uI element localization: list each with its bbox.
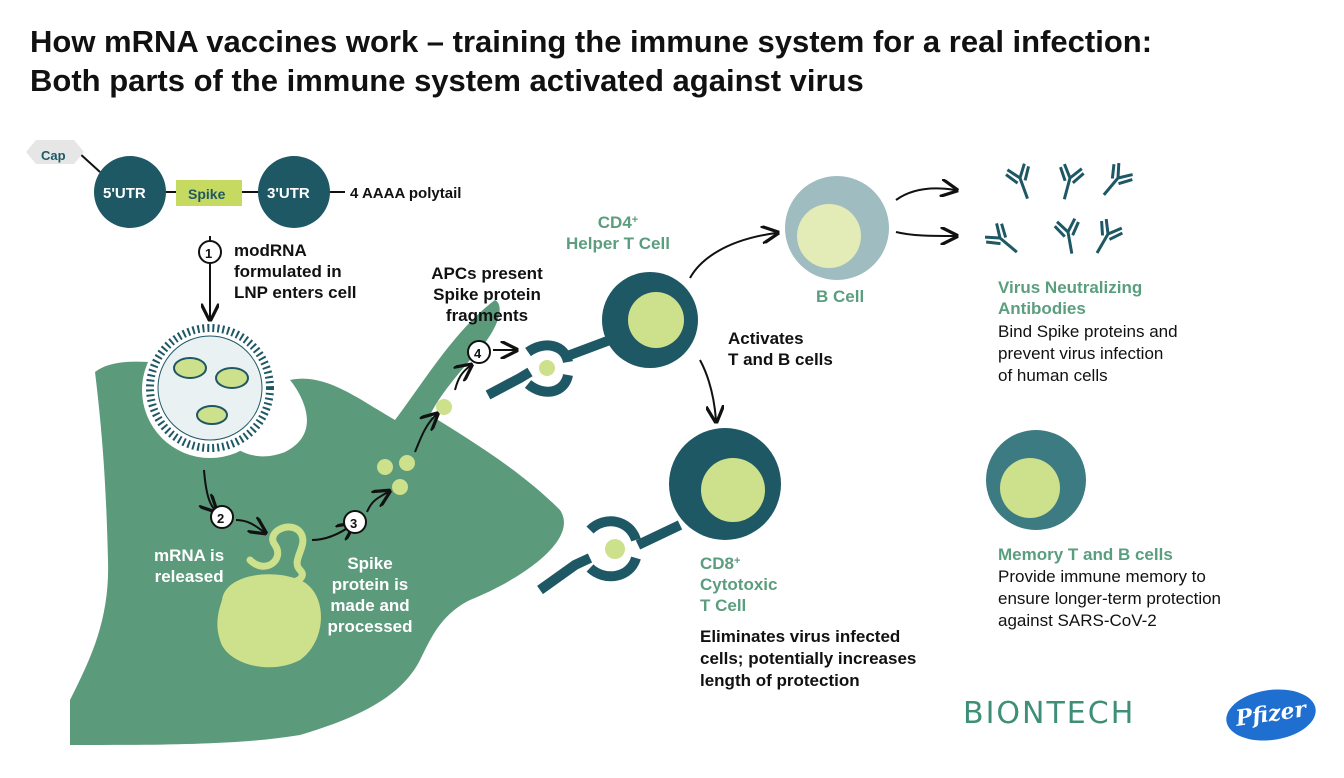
cd8-cytotoxic-t-cell <box>669 428 781 540</box>
step-1-number: 1 <box>205 246 213 261</box>
cd8-sup: + <box>734 555 741 567</box>
utr5-label: 5'UTR <box>103 185 146 202</box>
cd4-name: CD4 <box>597 213 632 232</box>
cd4-helper-t-cell <box>602 272 698 368</box>
mrna-construct <box>26 140 345 228</box>
step-3-label: Spike protein is made and processed <box>327 554 413 636</box>
b-cell <box>785 176 889 280</box>
spike-box <box>176 180 242 206</box>
polytail-label: 4 AAAA polytail <box>350 185 462 202</box>
step-3-number: 3 <box>350 516 358 531</box>
cd8-label: CD8+ Cytotoxic T Cell <box>700 553 777 616</box>
antibodies-title: Virus Neutralizing Antibodies <box>998 278 1143 318</box>
utr3-label: 3'UTR <box>267 185 310 202</box>
cd8-line3: T Cell <box>700 596 747 615</box>
biontech-logo: BIONTECH <box>963 696 1136 731</box>
cap-shape <box>26 140 84 164</box>
mhc-receptor-cd4 <box>485 335 612 400</box>
bcell-label: B Cell <box>816 287 865 306</box>
spike-protein-fragments <box>377 399 452 495</box>
title-line-2: Both parts of the immune system activate… <box>30 63 864 98</box>
page-title: How mRNA vaccines work – training the im… <box>30 22 1152 100</box>
utr3-circle <box>258 156 330 228</box>
dendritic-cell-nucleus <box>217 574 321 668</box>
step-circles <box>198 240 491 534</box>
cd8-line2: Cytotoxic <box>700 575 778 594</box>
mhc-receptor-cd8 <box>537 516 683 595</box>
memory-title: Memory T and B cells <box>998 545 1173 564</box>
cd4-label: CD4+ Helper T Cell <box>548 212 688 254</box>
step-2-label: mRNA is released <box>154 546 225 586</box>
activates-label: Activates T and B cells <box>728 329 833 369</box>
title-line-1: How mRNA vaccines work – training the im… <box>30 24 1153 59</box>
cap-label: Cap <box>41 148 66 163</box>
lnp-particle <box>146 324 274 452</box>
step-1-label: modRNA formulated in LNP enters cell <box>234 241 357 302</box>
cd4-sup: + <box>631 214 639 226</box>
spike-label: Spike <box>188 186 226 202</box>
cd8-description: Eliminates virus infected cells; potenti… <box>700 627 917 690</box>
antibodies-icon <box>984 162 1133 254</box>
released-mrna-strand <box>246 523 307 586</box>
step-4-label: APCs present Spike protein fragments <box>431 264 543 325</box>
step-4-number: 4 <box>474 346 482 361</box>
cd8-name: CD8 <box>700 554 735 573</box>
cd4-subtitle: Helper T Cell <box>566 234 670 253</box>
step-2-number: 2 <box>217 511 225 526</box>
memory-description: Provide immune memory to ensure longer-t… <box>998 567 1222 630</box>
memory-cell <box>986 430 1086 530</box>
utr5-circle <box>94 156 166 228</box>
antibodies-description: Bind Spike proteins and prevent virus in… <box>998 322 1178 385</box>
dendritic-cell-body <box>70 300 564 745</box>
